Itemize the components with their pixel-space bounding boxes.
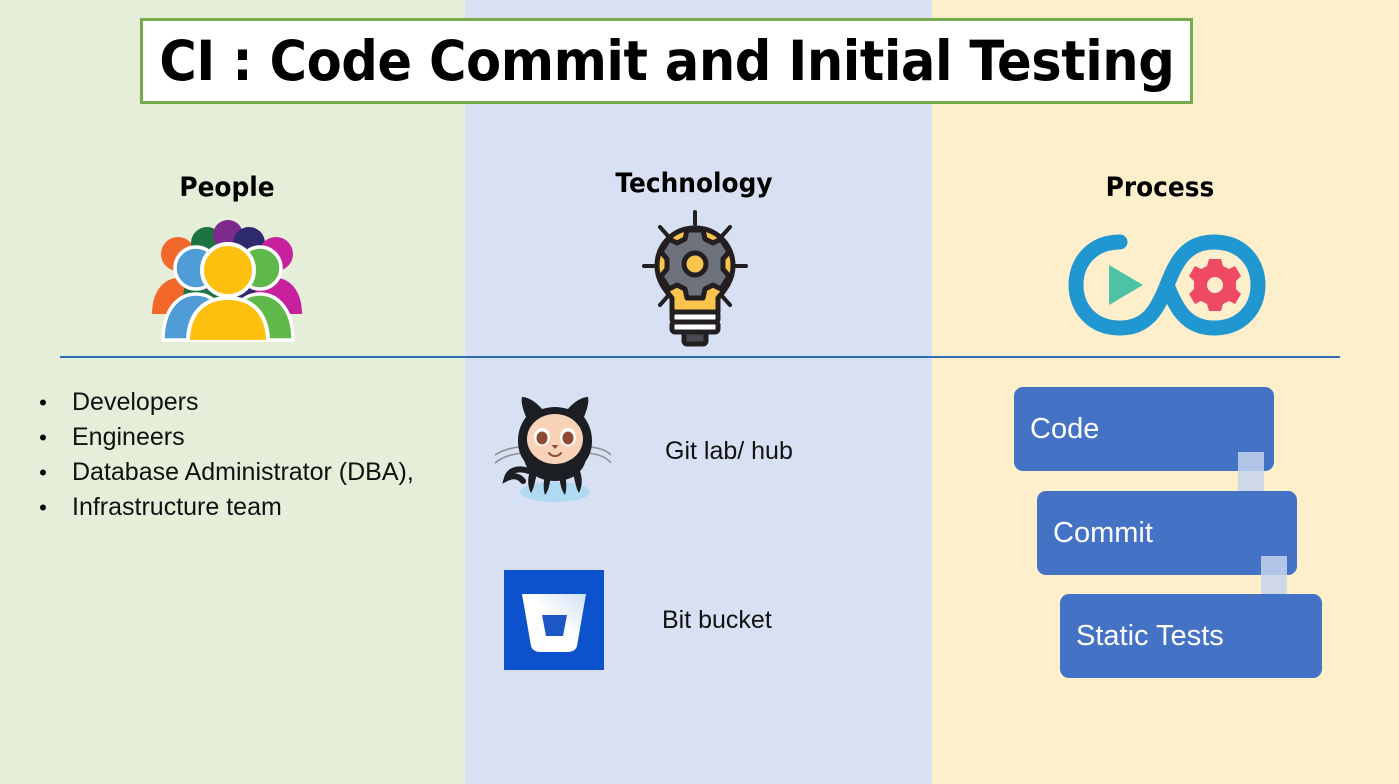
list-item-label: Infrastructure team — [72, 493, 282, 521]
list-item-label: Developers — [72, 388, 199, 416]
section-divider — [60, 356, 1340, 358]
flow-label-code: Code — [1030, 412, 1100, 445]
devops-infinity-icon — [1068, 232, 1266, 338]
bullet-icon: • — [39, 495, 47, 520]
page-title: CI : Code Commit and Initial Testing — [158, 29, 1175, 93]
bullet-icon: • — [39, 390, 47, 415]
flow-box-code: Code — [1014, 387, 1274, 471]
people-column-background — [0, 0, 465, 784]
people-bullet-list: • Developers • Engineers • Database Admi… — [14, 388, 454, 528]
tool-row-bitbucket: Bit bucket — [504, 570, 772, 670]
list-item: • Engineers — [14, 423, 454, 458]
people-group-icon — [148, 218, 308, 344]
bitbucket-icon — [504, 570, 604, 670]
list-item: • Developers — [14, 388, 454, 423]
list-item-label: Database Administrator (DBA), — [72, 458, 414, 486]
tool-label-bitbucket: Bit bucket — [662, 605, 772, 634]
technology-column-header: Technology — [615, 168, 773, 199]
list-item: • Database Administrator (DBA), — [14, 458, 454, 493]
lightbulb-gear-icon — [640, 208, 750, 352]
tool-label-github: Git lab/ hub — [665, 437, 793, 465]
people-column-header: People — [179, 172, 275, 203]
bullet-icon: • — [39, 425, 47, 450]
flow-label-commit: Commit — [1053, 516, 1153, 549]
slide-title-box: CI : Code Commit and Initial Testing — [140, 18, 1193, 104]
process-column-header: Process — [1105, 172, 1215, 203]
list-item: • Infrastructure team — [14, 493, 454, 528]
tool-row-github: Git lab/ hub — [493, 393, 793, 510]
flow-box-static-tests: Static Tests — [1060, 594, 1322, 678]
flow-label-static-tests: Static Tests — [1076, 619, 1224, 652]
bullet-icon: • — [39, 460, 47, 485]
list-item-label: Engineers — [72, 423, 185, 451]
github-octocat-icon — [493, 393, 612, 510]
flow-box-commit: Commit — [1037, 491, 1297, 575]
